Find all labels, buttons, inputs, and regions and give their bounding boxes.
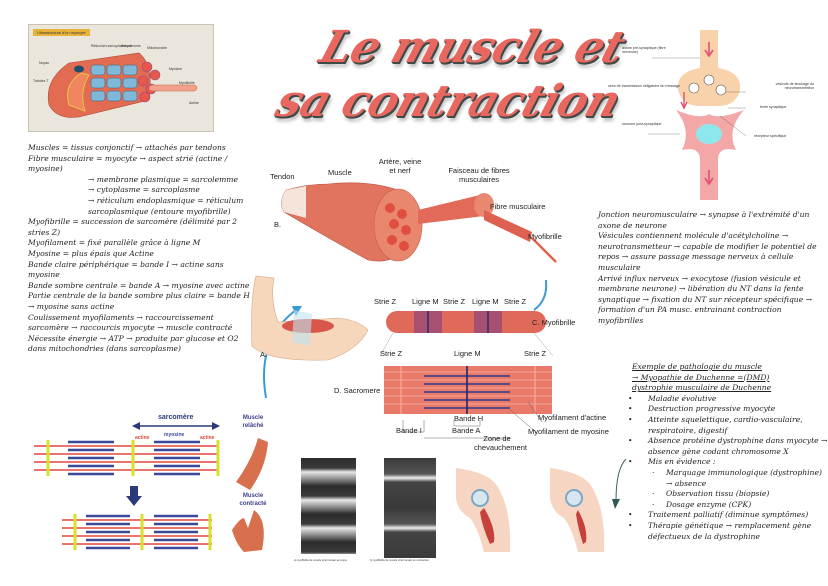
note-line: Partie centrale de la bande sombre plus … [28, 291, 250, 311]
myocyte-figure-header: Ultrastructure d'un myocyte [33, 29, 90, 36]
label-myosine: myosine [164, 432, 185, 438]
label-fibre: Fibre musculaire [490, 202, 546, 211]
label-panel-d: D. Sacromere [334, 386, 381, 395]
pathology-item: Absence protéine dystrophine dans myocyt… [622, 436, 828, 457]
pathology-item: Maladie évolutive [622, 394, 828, 405]
pathology-subitem: Observation tissu (biopsie) [622, 489, 828, 500]
micrograph-rest-caption: a) myofibrille de muscle strié humain au… [294, 559, 347, 562]
note-line: → réticulum endoplasmique = réticulum sa… [88, 195, 244, 216]
label-tubules: Tubules T [33, 79, 49, 83]
note-line: Jonction neuromusculaire → synapse à l'e… [598, 210, 810, 230]
left-notes: Muscles = tissus conjonctif → attachés p… [28, 143, 254, 355]
note-line: Fibre musculaire = myocyte → aspect stri… [28, 153, 228, 174]
pathology-subitem: Marquage immunologique (dystrophine) → a… [622, 468, 828, 489]
label-panel-b: B. [274, 220, 282, 229]
label-recepteur: récepteur spécifique [754, 134, 787, 138]
label-muscle-relache: Muscle relâché [242, 415, 264, 429]
label-axone: axone pré-synaptique (fibre nerveuse) [622, 46, 666, 55]
label-neurone-post: neurone post-synaptique [622, 122, 662, 126]
label-strie-z-3: Strie Z [504, 297, 527, 306]
label-reticulum: Réticulum sarcoplasmique [91, 44, 133, 48]
label-panel-c: C. Myofibrille [532, 318, 576, 327]
label-myo-actine: Myofilament d'actine [538, 413, 607, 422]
label-myofibrille: Myofibrille [179, 81, 195, 85]
label-noyau: Noyau [39, 61, 50, 65]
label-panel-a: A. [260, 350, 268, 359]
label-bande-a: Bande A [452, 426, 481, 435]
note-line: → cytoplasme = sarcoplasme [88, 185, 200, 195]
muscle-illustration [251, 182, 557, 440]
synapse-illustration [648, 30, 747, 200]
note-line: Bande sombre centrale = bande A → myosin… [28, 280, 250, 290]
note-line: Nécessite énergie → ATP → produite par g… [28, 333, 239, 354]
pathology-item-label: Mis en évidence : [648, 457, 716, 467]
sliding-filament-figure: sarcomère actine myosine actine Muscle r… [22, 410, 272, 562]
label-strie-z-1: Strie Z [374, 297, 397, 306]
label-sarcomere: sarcomère [158, 414, 194, 421]
label-ligne-m-1: Ligne M [412, 297, 439, 306]
note-line: Vésicules contiennent molécule d'acétylc… [598, 231, 817, 272]
label-tendon: Tendon [270, 172, 295, 181]
pathology-title-2: → Myopathie de Duchenne =(DMD) [632, 372, 770, 382]
note-line: Myofilament = fixé parallèle grâce à lig… [28, 238, 201, 248]
note-line: Bande claire périphérique = bande I → ac… [28, 259, 224, 280]
label-ligne-m-2: Ligne M [472, 297, 499, 306]
label-faisceau: Faisceau de fibres musculaires [448, 166, 510, 184]
label-myofibrille: Myofibrille [528, 232, 562, 241]
pathology-item: Traitement palliatif (diminue symptômes) [622, 510, 828, 521]
shoulder-illustration-2 [550, 468, 605, 552]
note-line: Arrivé influx nerveux → exocytose (fusio… [598, 273, 812, 325]
label-strie-z-2: Strie Z [443, 297, 466, 306]
label-sarcolemme: Sarcolemme [121, 44, 141, 48]
label-actine: Actine [189, 101, 199, 105]
note-line: Myofibrille = succession de sarcomère (d… [28, 217, 237, 237]
label-fente: fente synaptique [760, 105, 787, 109]
pathology-title-3: dystrophie musculaire de Duchenne [632, 383, 772, 393]
micrograph-contracted [384, 458, 436, 558]
label-myosine: Myosine [169, 67, 183, 71]
title-line-1: Le muscle et [313, 22, 632, 73]
label-actine-left: actine [135, 435, 150, 441]
label-strie-z-5: Strie Z [524, 349, 547, 358]
label-bande-h: Bande H [454, 414, 484, 423]
label-zone-chevauchement: Zone de chevauchement [474, 434, 527, 452]
micrograph-rest [301, 458, 356, 554]
micrograph-contracted-caption: b) myofibrille de muscle strié humain en… [370, 559, 430, 562]
myocyte-illustration [47, 52, 198, 118]
label-mitochondrie: Mitochondrie [147, 46, 168, 50]
pathology-list: Maladie évolutive Destruction progressiv… [622, 394, 828, 542]
pathology-item: Atteinte squelettique, cardio-vasculaire… [622, 415, 828, 436]
label-artere: Artère, veine et nerf [378, 157, 422, 175]
pathology-title-1: Exemple de pathologie du muscle [632, 362, 762, 371]
synapse-figure: axone pré-synaptique (fibre nerveuse) se… [596, 10, 828, 200]
label-ligne-m-3: Ligne M [454, 349, 481, 358]
anatomy-figure: Tendon Muscle Artère, veine et nerf Fais… [248, 150, 609, 452]
pathology-subitem: Dosage enzyme (CPK) [622, 500, 828, 511]
label-muscle: Muscle [328, 168, 352, 177]
title-line-2: sa contraction [269, 76, 627, 127]
note-line: Myosine = plus épais que Actine [28, 248, 154, 258]
note-line: → membrane plasmique = sarcolemme [88, 174, 238, 184]
note-line: Muscles = tissus conjonctif → attachés p… [28, 143, 226, 152]
label-bande-i: Bande I [396, 426, 422, 435]
myocyte-figure: Ultrastructure d'un myocyte Réticulum sa… [28, 24, 214, 132]
sliding-filament-illustration [34, 422, 268, 552]
label-sens-transmission: sens de transmission obligatoire du mess… [608, 84, 680, 88]
label-strie-z-4: Strie Z [380, 349, 403, 358]
pathology-item: Mis en évidence : Marquage immunologique… [622, 457, 828, 510]
label-vesicule: vésicule de stockage du neurotransmetteu… [775, 82, 814, 91]
label-muscle-contracte: Muscle contracté [239, 493, 267, 507]
label-actine-right: actine [200, 435, 215, 441]
pathology-sublist: Marquage immunologique (dystrophine) → a… [622, 468, 828, 510]
note-line: Coulissement myofilaments → raccourcisse… [28, 312, 233, 333]
pathology-item: Destruction progressive myocyte [622, 404, 828, 415]
shoulder-illustration-1 [456, 468, 511, 552]
pathology-block: Exemple de pathologie du muscle → Myopat… [628, 362, 828, 542]
pathology-item: Thérapie génétique → remplacement gène d… [622, 521, 828, 542]
curved-arrow-icon [612, 458, 627, 509]
right-notes: Jonction neuromusculaire → synapse à l'e… [598, 210, 822, 327]
label-myo-myosine: Myofilament de myosine [528, 427, 609, 436]
